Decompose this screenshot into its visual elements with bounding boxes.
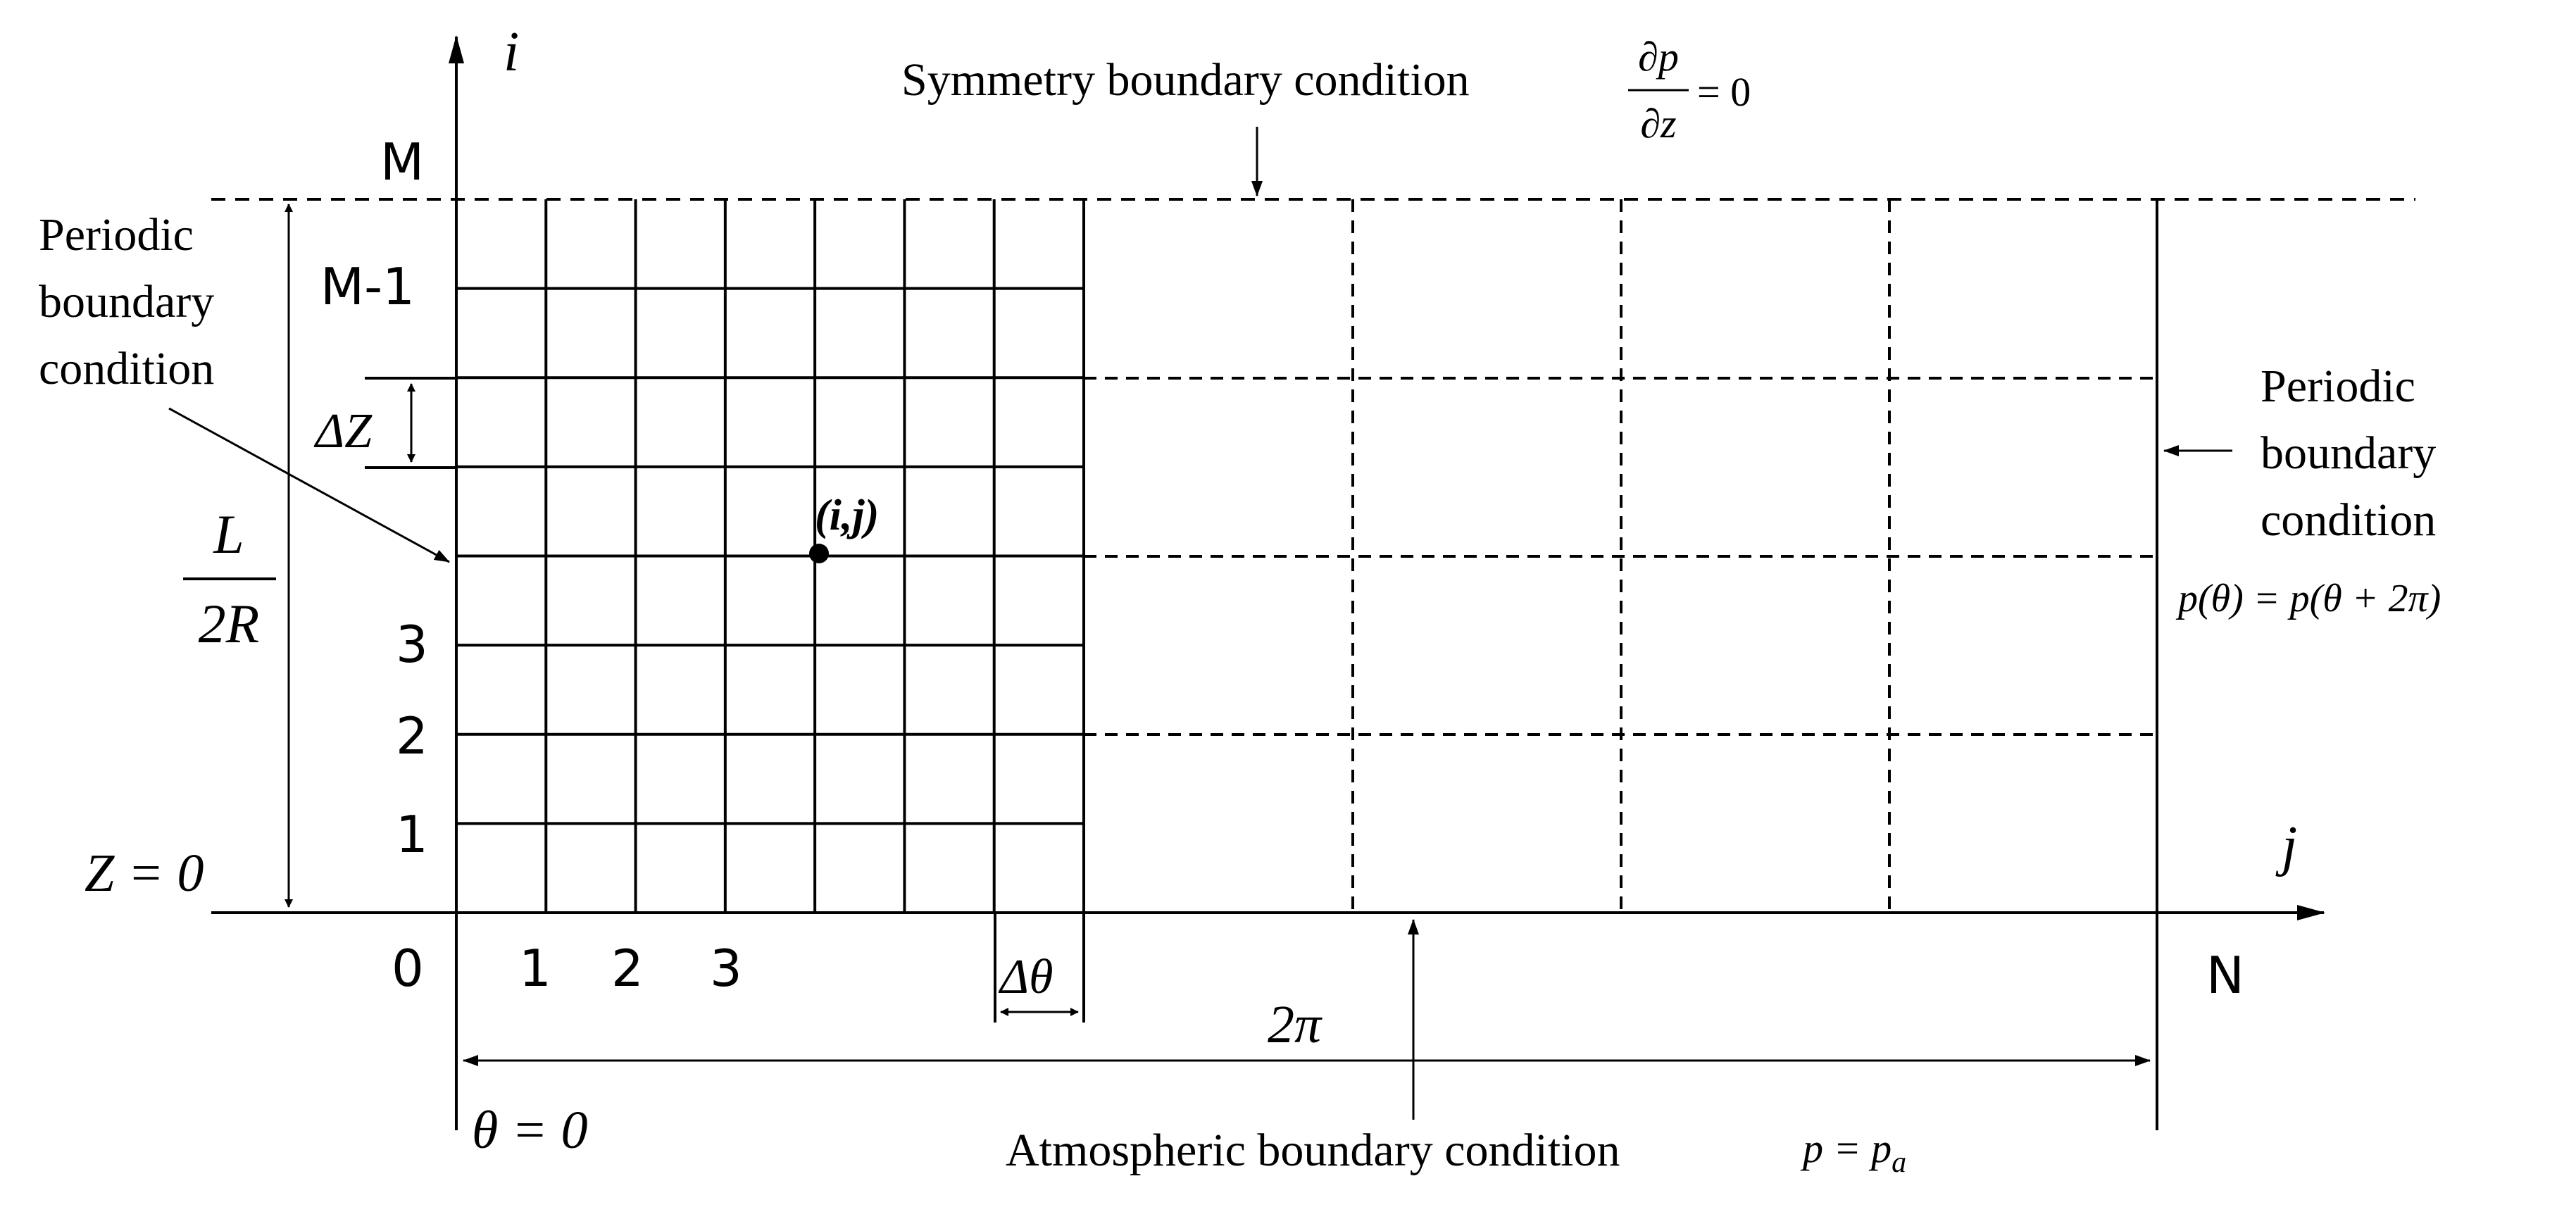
row-label-1: 1 [396, 805, 428, 864]
periodic-left-line-2: boundary [39, 276, 214, 327]
col-label-2: 2 [611, 939, 644, 998]
periodic-left-line-3: condition [39, 343, 214, 394]
col-label-n: N [2206, 946, 2244, 1005]
col-label-3: 3 [710, 939, 742, 998]
z-zero-label: Z = 0 [85, 844, 204, 903]
j-axis-label: j [2275, 815, 2297, 877]
fine-grid [456, 199, 1085, 913]
origin-label: 0 [392, 939, 424, 998]
row-label-2: 2 [396, 706, 428, 765]
two-pi-label: 2π [1268, 995, 1323, 1054]
periodic-left-line-1: Periodic [39, 209, 194, 261]
symmetry-eq-numerator: ∂p [1638, 34, 1679, 80]
height-fraction-numerator: L [213, 504, 244, 565]
i-axis-label: i [504, 21, 519, 83]
symmetry-eq-rhs: = 0 [1697, 69, 1751, 115]
grid-node-point [809, 544, 829, 563]
atmospheric-eq-subscript: a [1892, 1146, 1906, 1179]
node-label: (i,j) [815, 492, 879, 539]
col-label-1: 1 [519, 939, 551, 998]
periodic-left-pointer-arrow [168, 407, 450, 563]
periodic-right-line-1: Periodic [2261, 361, 2415, 412]
periodic-right-line-3: condition [2261, 494, 2436, 546]
symmetry-title: Symmetry boundary condition [901, 54, 1470, 106]
atmospheric-eq: p = pa [1800, 1125, 1906, 1179]
periodic-right-line-2: boundary [2261, 427, 2436, 479]
row-label-m-minus-1: M-1 [320, 257, 415, 316]
symmetry-eq-denominator: ∂z [1640, 101, 1676, 146]
theta-zero-label: θ = 0 [472, 1101, 588, 1160]
row-label-m: M [380, 132, 424, 192]
delta-z-label: ΔZ [313, 404, 373, 458]
delta-theta-label: Δθ [998, 950, 1053, 1004]
height-fraction-denominator: 2R [199, 593, 260, 654]
coarse-grid [1084, 199, 2157, 913]
periodic-right-equation: p(θ) = p(θ + 2π) [2175, 577, 2441, 620]
atmospheric-title: Atmospheric boundary condition [1006, 1125, 1620, 1176]
row-label-3: 3 [396, 615, 428, 674]
